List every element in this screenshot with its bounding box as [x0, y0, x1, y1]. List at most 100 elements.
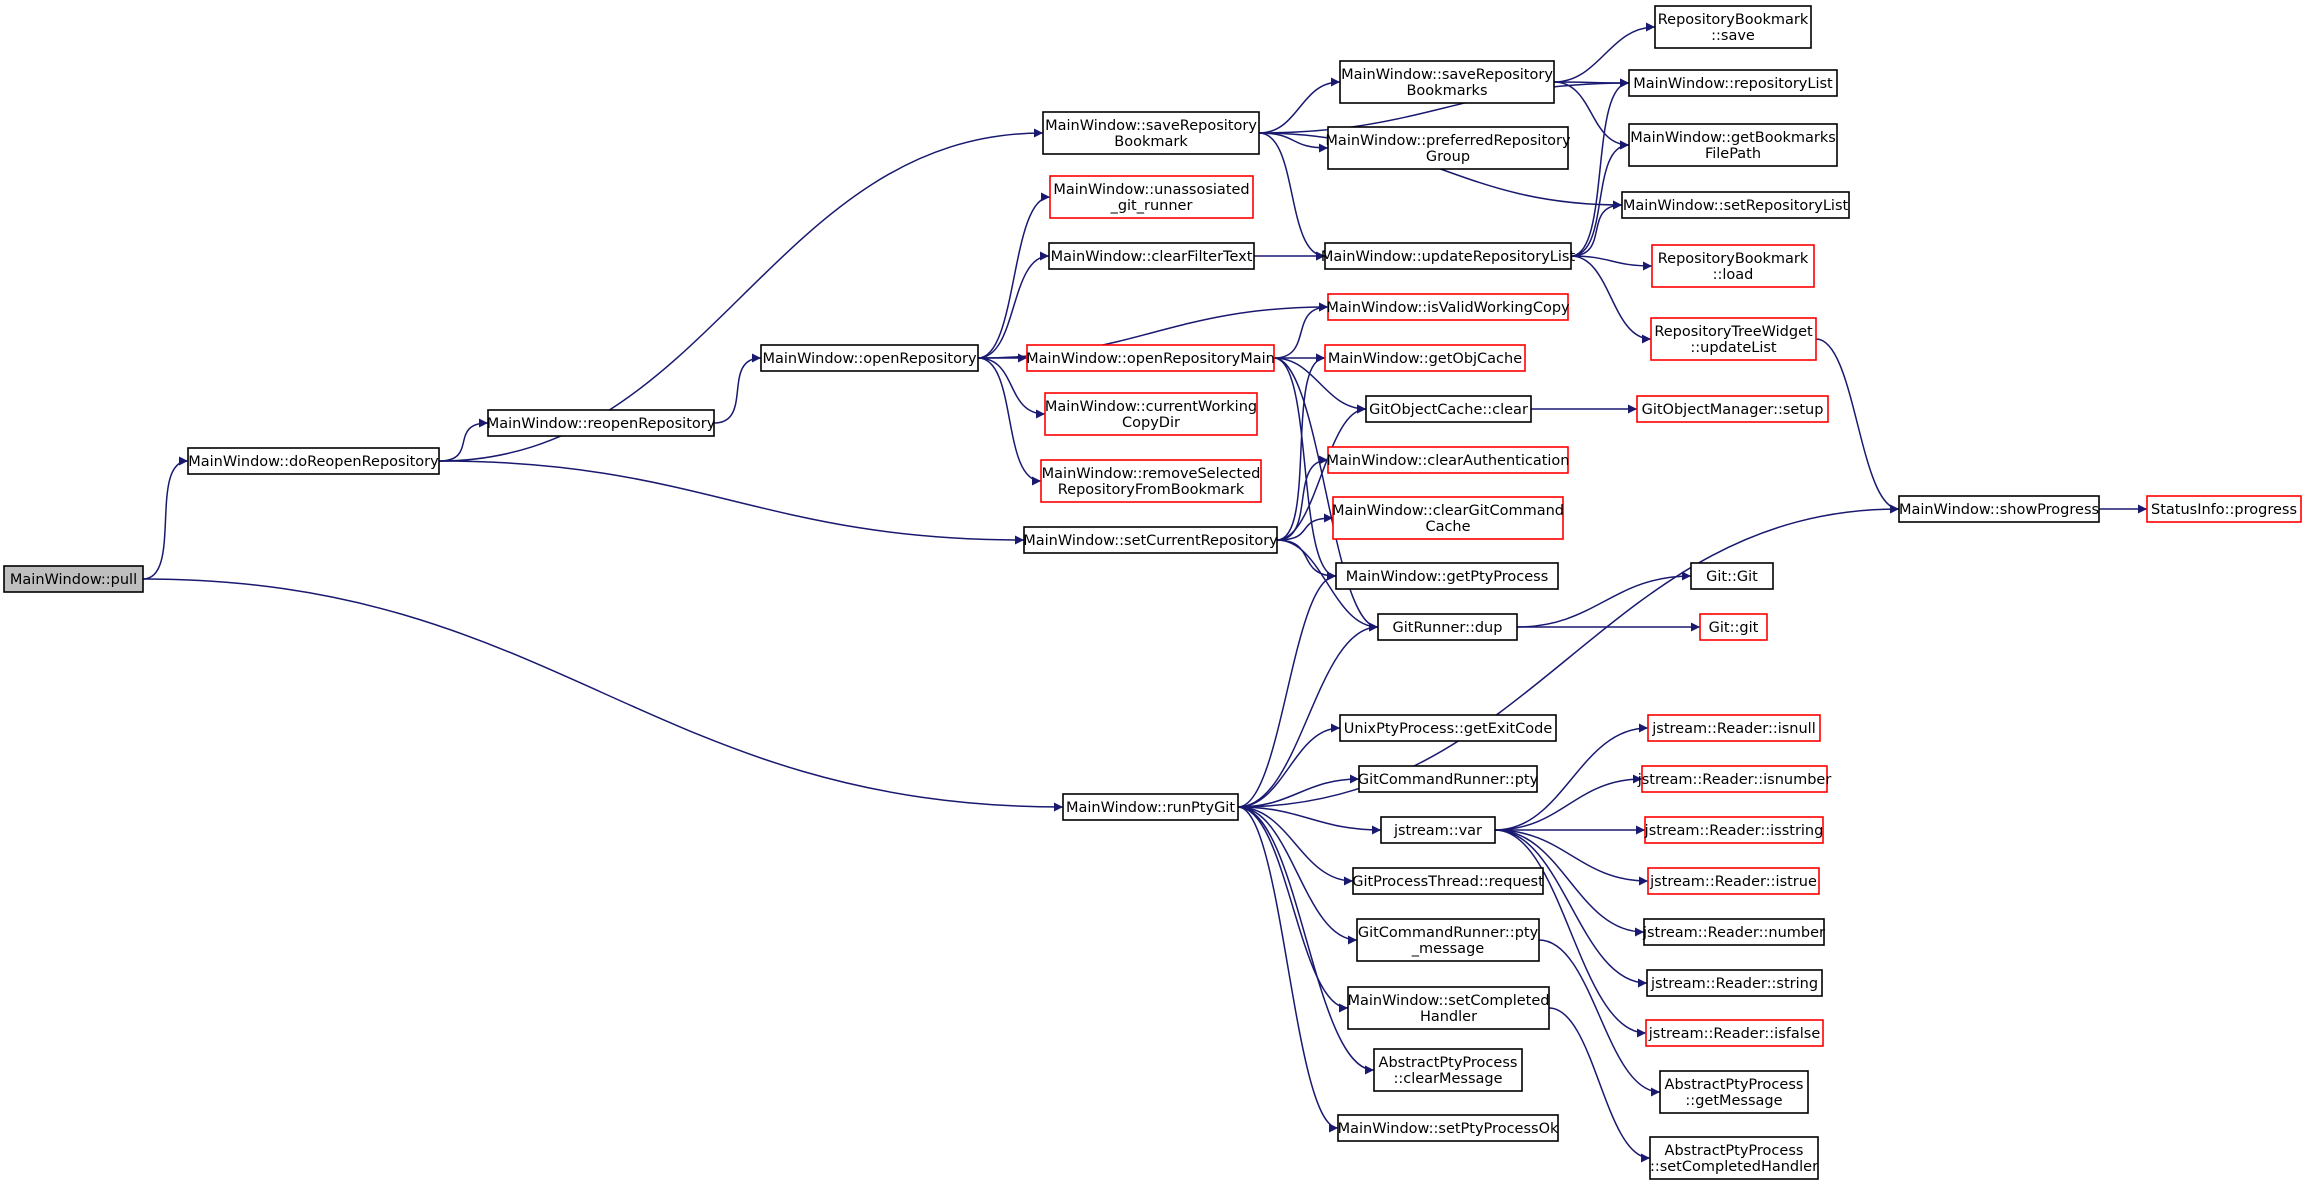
node-label: Bookmark: [1114, 134, 1188, 150]
node-box: [487, 409, 715, 437]
node-label: ::clearMessage: [1393, 1071, 1502, 1087]
edge-line: [1237, 806, 1375, 1075]
node-jstream-isnull[interactable]: jstream::Reader::isnull: [1647, 714, 1821, 742]
node-box: [1339, 60, 1555, 104]
node-get-message[interactable]: AbstractPtyProcess::getMessage: [1659, 1070, 1809, 1114]
node-repository-bookmark-load[interactable]: RepositoryBookmark::load: [1651, 244, 1815, 288]
edge-line: [1237, 571, 1337, 808]
edge-line: [438, 128, 1044, 462]
node-reopen-repository[interactable]: MainWindow::reopenRepository: [487, 409, 716, 437]
node-label: Git::Git: [1706, 569, 1758, 585]
edge-line: [1273, 357, 1379, 632]
node-is-valid-working-copy[interactable]: MainWindow::isValidWorkingCopy: [1326, 293, 1570, 321]
node-box: [1042, 111, 1260, 155]
node-label: Git::git: [1709, 620, 1759, 636]
node-label: AbstractPtyProcess: [1665, 1077, 1804, 1093]
node-get-exit-code[interactable]: UnixPtyProcess::getExitCode: [1339, 714, 1557, 742]
node-label: ::load: [1713, 267, 1754, 283]
node-git-runner-dup[interactable]: GitRunner::dup: [1377, 613, 1518, 641]
edge-pull-to-run-pty-git: [142, 578, 1064, 812]
node-box: [1062, 793, 1239, 821]
node-status-info-progress[interactable]: StatusInfo::progress: [2146, 495, 2302, 523]
edge-line: [977, 192, 1051, 359]
node-run-pty-git[interactable]: MainWindow::runPtyGit: [1062, 793, 1239, 821]
node-set-completed-handler[interactable]: MainWindow::setCompletedHandler: [1347, 986, 1550, 1030]
node-label: jstream::Reader::istrue: [1649, 874, 1817, 890]
node-git-git[interactable]: Git::Git: [1690, 562, 1774, 590]
edge-pty-message-to-get-message: [1538, 939, 1661, 1097]
node-label: MainWindow::setCompleted: [1347, 993, 1549, 1009]
node-label: CopyDir: [1122, 415, 1180, 431]
node-box: [1898, 495, 2100, 523]
node-jstream-isstring[interactable]: jstream::Reader::isstring: [1644, 816, 1824, 844]
node-repository-tree-widget-update-list[interactable]: RepositoryTreeWidget::updateList: [1650, 317, 1817, 361]
edge-set-current-repository-to-clear-git-command-cache: [1276, 513, 1334, 541]
node-repository-bookmark-save[interactable]: RepositoryBookmark::save: [1654, 5, 1812, 49]
node-label: FilePath: [1705, 146, 1761, 162]
node-set-pty-process-ok[interactable]: MainWindow::setPtyProcessOk: [1337, 1114, 1559, 1142]
node-box: [1040, 459, 1262, 503]
node-set-repository-list[interactable]: MainWindow::setRepositoryList: [1621, 191, 1850, 219]
node-label: GitObjectManager::setup: [1642, 402, 1824, 418]
node-box: [1644, 816, 1824, 844]
edge-git-runner-dup-to-git-git: [1516, 571, 1692, 628]
node-remove-selected-repository-from-bookmark[interactable]: MainWindow::removeSelectedRepositoryFrom…: [1040, 459, 1262, 503]
node-label: MainWindow::clearAuthentication: [1327, 453, 1570, 469]
node-label: MainWindow::repositoryList: [1633, 76, 1833, 92]
node-clear-filter-text[interactable]: MainWindow::clearFilterText: [1048, 242, 1255, 270]
edge-line: [438, 418, 489, 462]
edge-jstream-var-to-jstream-isnull: [1494, 723, 1649, 831]
node-jstream-number[interactable]: jstream::Reader::number: [1642, 918, 1825, 946]
node-pty-message[interactable]: GitCommandRunner::pty_message: [1356, 918, 1540, 962]
node-label: GitObjectCache::clear: [1369, 402, 1528, 418]
node-open-repository[interactable]: MainWindow::openRepository: [760, 344, 979, 372]
node-jstream-var[interactable]: jstream::var: [1380, 816, 1496, 844]
edge-update-repository-list-to-repository-bookmark-load: [1570, 255, 1653, 271]
node-jstream-string[interactable]: jstream::Reader::string: [1646, 969, 1823, 997]
node-layer: MainWindow::pull MainWindow::doReopenRepo…: [3, 5, 2302, 1180]
edge-update-repository-list-to-set-repository-list: [1570, 200, 1623, 257]
node-git-object-cache-clear[interactable]: GitObjectCache::clear: [1365, 395, 1532, 423]
node-repository-list[interactable]: MainWindow::repositoryList: [1628, 69, 1838, 97]
edge-open-repository-to-current-working-copy-dir: [977, 357, 1046, 419]
node-box: [1699, 613, 1768, 641]
edge-run-pty-git-to-get-pty-process: [1237, 571, 1337, 808]
node-jstream-isnumber[interactable]: jstream::Reader::isnumber: [1637, 765, 1832, 793]
node-label: MainWindow::getBookmarks: [1630, 130, 1836, 146]
node-jstream-istrue[interactable]: jstream::Reader::istrue: [1647, 867, 1820, 895]
node-get-obj-cache[interactable]: MainWindow::getObjCache: [1324, 344, 1526, 372]
edge-line: [1276, 513, 1334, 541]
node-pull[interactable]: MainWindow::pull: [3, 565, 144, 593]
edge-line: [1237, 806, 1354, 886]
node-box: [1347, 986, 1550, 1030]
node-get-pty-process[interactable]: MainWindow::getPtyProcess: [1335, 562, 1559, 590]
node-do-reopen-repository[interactable]: MainWindow::doReopenRepository: [187, 447, 440, 475]
node-abstract-pty-process-set-completed-handler[interactable]: AbstractPtyProcess::setCompletedHandler: [1649, 1136, 1819, 1180]
node-unassosiated-git-runner[interactable]: MainWindow::unassosiated_git_runner: [1049, 175, 1254, 219]
node-box: [1654, 5, 1812, 49]
node-git-command-runner-pty[interactable]: GitCommandRunner::pty: [1358, 765, 1539, 793]
node-label: jstream::Reader::isfalse: [1648, 1026, 1821, 1042]
node-git-git[interactable]: Git::git: [1699, 613, 1768, 641]
node-box: [1026, 344, 1275, 372]
node-git-process-thread-request[interactable]: GitProcessThread::request: [1352, 867, 1544, 895]
node-clear-message[interactable]: AbstractPtyProcess::clearMessage: [1373, 1048, 1523, 1092]
node-label: MainWindow::openRepository: [762, 351, 976, 367]
edge-repository-tree-widget-update-list-to-show-progress: [1815, 338, 1900, 514]
node-box: [1324, 344, 1526, 372]
node-clear-authentication[interactable]: MainWindow::clearAuthentication: [1327, 446, 1570, 474]
edge-line: [1553, 81, 1630, 150]
node-show-progress[interactable]: MainWindow::showProgress: [1898, 495, 2100, 523]
node-git-object-manager-setup[interactable]: GitObjectManager::setup: [1636, 395, 1829, 423]
node-label: Handler: [1420, 1009, 1477, 1025]
node-open-repository-main[interactable]: MainWindow::openRepositoryMain: [1026, 344, 1275, 372]
node-set-current-repository[interactable]: MainWindow::setCurrentRepository: [1023, 526, 1278, 554]
node-jstream-isfalse[interactable]: jstream::Reader::isfalse: [1645, 1019, 1824, 1047]
node-update-repository-list[interactable]: MainWindow::updateRepositoryList: [1321, 242, 1576, 270]
